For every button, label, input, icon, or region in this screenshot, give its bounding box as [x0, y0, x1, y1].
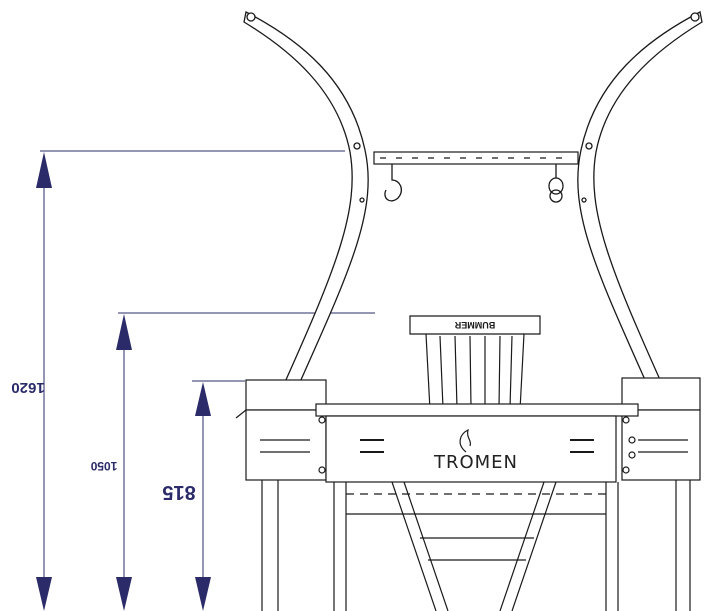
crossbar [373, 151, 579, 165]
dimension-lines [40, 150, 375, 600]
brand-logo: TROMEN [433, 452, 518, 473]
arrow-815-top [195, 382, 211, 416]
right-arm [577, 11, 703, 383]
dimension-label-815: 815 [162, 481, 195, 503]
left-arm [243, 11, 369, 383]
arrow-1620-top [36, 152, 52, 188]
arrow-815-bottom [195, 577, 211, 611]
dimension-label-1050: 1050 [90, 459, 117, 473]
left-side-box [235, 379, 327, 481]
basket [409, 315, 541, 411]
left-hook [384, 164, 402, 202]
flame-icon [459, 428, 472, 453]
lower-frame [261, 480, 691, 611]
dimension-arrows [36, 152, 211, 611]
front-panel [315, 403, 639, 483]
arrow-1620-bottom [36, 577, 52, 611]
arrow-1050-top [116, 314, 132, 350]
right-side-box [621, 377, 701, 481]
dimension-label-1620: 1620 [11, 379, 44, 396]
right-hook [548, 164, 564, 203]
arrow-1050-bottom [116, 577, 132, 611]
basket-label: BUMMER [454, 320, 495, 330]
